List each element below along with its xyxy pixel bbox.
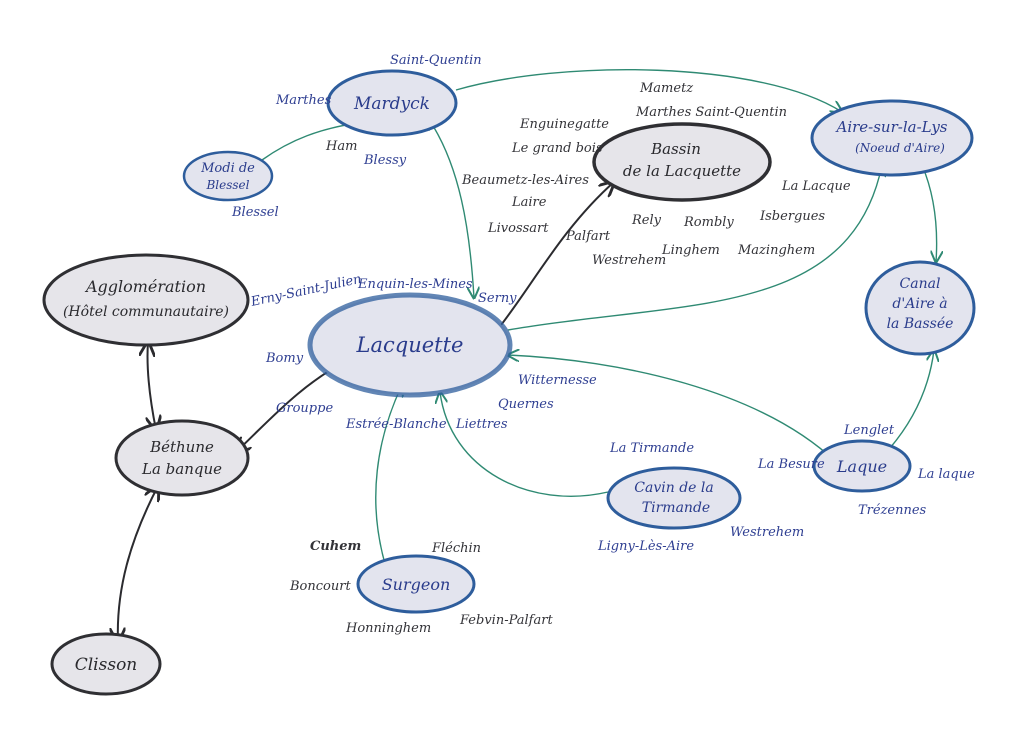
label-laire: Laire — [511, 195, 547, 210]
label-westrehem-top: Westrehem — [592, 253, 666, 268]
label-blessel: Blessel — [231, 205, 279, 220]
node-laque: Laque — [812, 439, 912, 493]
edge-mardyck-to-aire — [455, 68, 842, 112]
label-enguinegatte: Enguinegatte — [519, 117, 609, 132]
label-quernes: Quernes — [498, 397, 554, 412]
edge-aire-to-canal — [921, 164, 937, 262]
label-westrehem-bottom: Westrehem — [730, 525, 804, 540]
label-enquin: Enquin-les-Mines — [357, 277, 473, 292]
label-palfart: Palfart — [565, 229, 611, 244]
label-la-besure: La Besure — [757, 457, 825, 472]
label-mametz: Mametz — [639, 81, 693, 96]
node-agglomeration-line2: (Hôtel communautaire) — [63, 304, 229, 320]
node-bassin-line2: de la Lacquette — [623, 162, 741, 180]
node-aire-line2: (Noeud d'Aire) — [855, 141, 945, 155]
edge-surgeon-to-lacquette — [375, 385, 402, 561]
label-boncourt: Boncourt — [289, 579, 351, 594]
label-blessy: Blessy — [363, 153, 407, 168]
node-surgeon: Surgeon — [356, 554, 476, 614]
node-laque-line1: Laque — [836, 457, 887, 476]
label-flechin: Fléchin — [431, 541, 481, 556]
label-rombly: Rombly — [683, 215, 734, 230]
label-trezennes: Trézennes — [858, 503, 927, 518]
node-cavin: Cavin de la Tirmande — [606, 466, 742, 530]
node-mardyck-line1: Mardyck — [353, 94, 430, 114]
edge-lacquette-to-bassin — [493, 182, 614, 335]
node-lacquette-line1: Lacquette — [356, 333, 464, 357]
node-canal: Canal d'Aire à la Bassée — [864, 260, 976, 356]
node-bethune-line1: Béthune — [149, 438, 214, 456]
node-cavin-line1: Cavin de la — [634, 480, 713, 496]
edges — [118, 68, 937, 642]
place-labels: Saint-Quentin Marthes Ham Blessy Blessel… — [231, 53, 975, 636]
label-bomy: Bomy — [265, 351, 304, 366]
label-witternesse: Witternesse — [518, 373, 597, 388]
node-aire-line1: Aire-sur-la-Lys — [834, 118, 947, 136]
node-modi: Modi de Blessel — [182, 150, 274, 202]
node-canal-line3: la Bassée — [887, 316, 954, 332]
edge-bethune-clisson — [118, 486, 158, 642]
label-linghem: Linghem — [661, 243, 720, 258]
node-agglomeration: Agglomération (Hôtel communautaire) — [42, 253, 250, 347]
label-beaumetz: Beaumetz-les-Aires — [461, 173, 589, 188]
edge-lacquette-laque — [508, 355, 836, 462]
node-clisson: Clisson — [50, 632, 162, 696]
label-ligny: Ligny-Lès-Aire — [597, 539, 694, 554]
node-modi-line1: Modi de — [200, 161, 255, 176]
label-honninghem: Honninghem — [345, 621, 431, 636]
label-cuhem: Cuhem — [310, 539, 361, 554]
label-saint-quentin: Saint-Quentin — [390, 53, 482, 68]
label-liettres: Liettres — [455, 417, 508, 432]
label-la-lacque: La Lacque — [781, 179, 851, 194]
label-estree-blanche: Estrée-Blanche — [345, 417, 447, 432]
label-febvin: Febvin-Palfart — [459, 613, 553, 628]
edge-cavin-to-lacquette — [440, 392, 609, 497]
label-groupe: Grouppe — [276, 401, 333, 416]
label-ham: Ham — [325, 139, 357, 154]
label-livossart: Livossart — [487, 221, 549, 236]
label-serny: Serny — [478, 291, 517, 306]
node-mardyck: Mardyck — [326, 69, 458, 137]
edge-agglomeration-bethune — [147, 342, 156, 430]
node-bethune-line2: La banque — [141, 460, 222, 478]
node-canal-line2: d'Aire à — [892, 296, 947, 312]
label-isbergues: Isbergues — [759, 209, 825, 224]
node-surgeon-line1: Surgeon — [382, 575, 451, 594]
label-la-tirmande: La Tirmande — [609, 441, 694, 456]
node-bassin-line1: Bassin — [650, 140, 701, 158]
node-cavin-line2: Tirmande — [642, 500, 710, 516]
label-marthes: Marthes — [275, 93, 332, 108]
edge-laque-to-canal — [889, 350, 934, 449]
label-la-laque-right: La laque — [917, 467, 975, 482]
edge-lacquette-mardyck — [428, 118, 474, 298]
node-bethune: Béthune La banque — [114, 419, 250, 497]
label-le-grand-bois: Le grand bois — [511, 141, 603, 156]
node-clisson-line1: Clisson — [75, 655, 138, 675]
label-rely: Rely — [631, 213, 662, 228]
node-modi-line2: Blessel — [205, 178, 249, 192]
node-lacquette: Lacquette — [307, 292, 513, 398]
label-marthes-saint-quentin: Marthes Saint-Quentin — [635, 105, 787, 120]
node-aire: Aire-sur-la-Lys (Noeud d'Aire) — [810, 99, 974, 177]
node-agglomeration-line1: Agglomération — [84, 277, 206, 296]
label-lenglet: Lenglet — [843, 423, 895, 438]
label-mazinghem: Mazinghem — [737, 243, 815, 258]
node-canal-line1: Canal — [900, 276, 941, 292]
node-bassin: Bassin de la Lacquette — [592, 122, 772, 202]
edge-lacquette-to-aire — [507, 165, 882, 331]
